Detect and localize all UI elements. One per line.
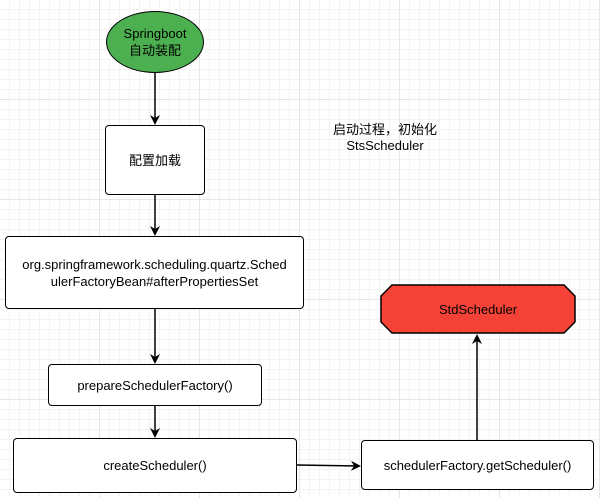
start-node-springboot-autoconfig[interactable]: Springboot 自动装配 bbox=[106, 11, 204, 73]
startup-note: 启动过程，初始化 StsScheduler bbox=[318, 122, 452, 154]
startup-note-line2: StsScheduler bbox=[346, 138, 424, 153]
edge-create-to-get-scheduler bbox=[296, 460, 361, 471]
create-scheduler-label: createScheduler() bbox=[103, 458, 207, 473]
std-scheduler-node[interactable]: StdScheduler bbox=[380, 284, 576, 334]
create-scheduler-node[interactable]: createScheduler() bbox=[13, 438, 297, 493]
startup-note-line1: 启动过程，初始化 bbox=[332, 122, 437, 137]
get-scheduler-label: schedulerFactory.getScheduler() bbox=[383, 457, 572, 473]
config-load-label: 配置加载 bbox=[128, 152, 181, 168]
after-properties-set-node[interactable]: org.springframework.scheduling.quartz.Sc… bbox=[5, 236, 304, 309]
std-scheduler-label: StdScheduler bbox=[438, 301, 518, 317]
start-node-label-line1: Springboot bbox=[123, 26, 187, 41]
get-scheduler-node[interactable]: schedulerFactory.getScheduler() bbox=[361, 440, 594, 490]
after-properties-set-label: org.springframework.scheduling.quartz.Sc… bbox=[22, 256, 287, 289]
config-load-node[interactable]: 配置加载 bbox=[105, 125, 205, 195]
prepare-scheduler-factory-label: prepareSchedulerFactory() bbox=[77, 377, 233, 393]
start-node-label-line2: 自动装配 bbox=[128, 43, 181, 58]
prepare-scheduler-factory-node[interactable]: prepareSchedulerFactory() bbox=[48, 364, 262, 406]
octagon-shape bbox=[380, 284, 576, 334]
